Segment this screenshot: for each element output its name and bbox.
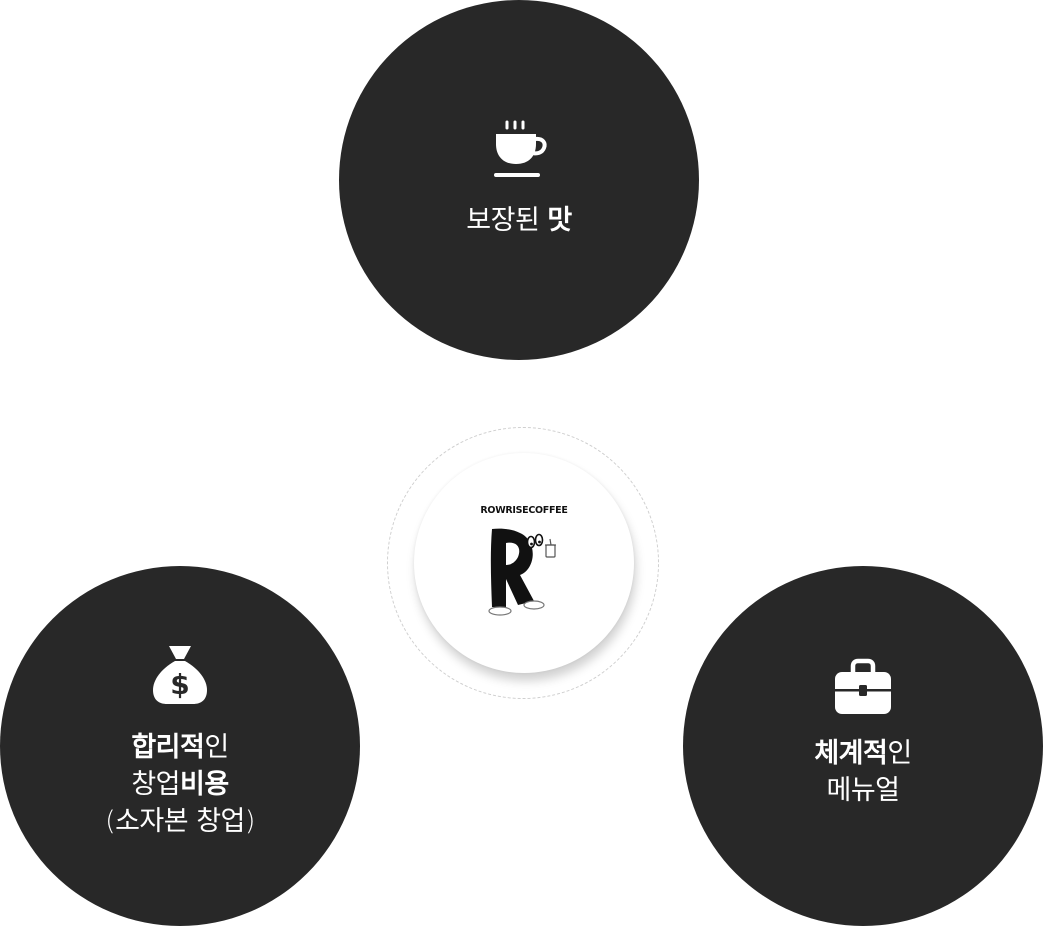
- feature-circle-taste: 보장된 맛: [339, 0, 699, 360]
- briefcase-icon: [835, 658, 891, 714]
- cost-label-line1: 합리적인: [131, 732, 229, 763]
- cost-label: 합리적인 창업비용 (소자본 창업): [0, 729, 360, 840]
- r-mascot-logo-icon: [488, 528, 556, 616]
- coffee-cup-icon: [494, 120, 547, 177]
- manual-label: 체계적인 메뉴얼: [683, 735, 1043, 809]
- feature-circle-manual: 체계적인 메뉴얼: [683, 566, 1043, 926]
- manual-label-line1: 체계적인: [814, 738, 912, 769]
- logo-disc: ROWRISECOFFEE: [414, 453, 634, 673]
- money-bag-icon: $: [153, 646, 207, 704]
- cost-label-line2: 창업비용: [131, 769, 229, 800]
- svg-text:$: $: [170, 668, 189, 701]
- cost-label-line3: (소자본 창업): [105, 806, 255, 837]
- taste-label: 보장된 맛: [466, 205, 572, 236]
- manual-label-line2: 메뉴얼: [826, 775, 900, 806]
- dashed-ring: [387, 427, 659, 699]
- brand-name: ROWRISECOFFEE: [480, 505, 568, 516]
- feature-circle-cost: $ 합리적인 창업비용 (소자본 창업): [0, 566, 360, 926]
